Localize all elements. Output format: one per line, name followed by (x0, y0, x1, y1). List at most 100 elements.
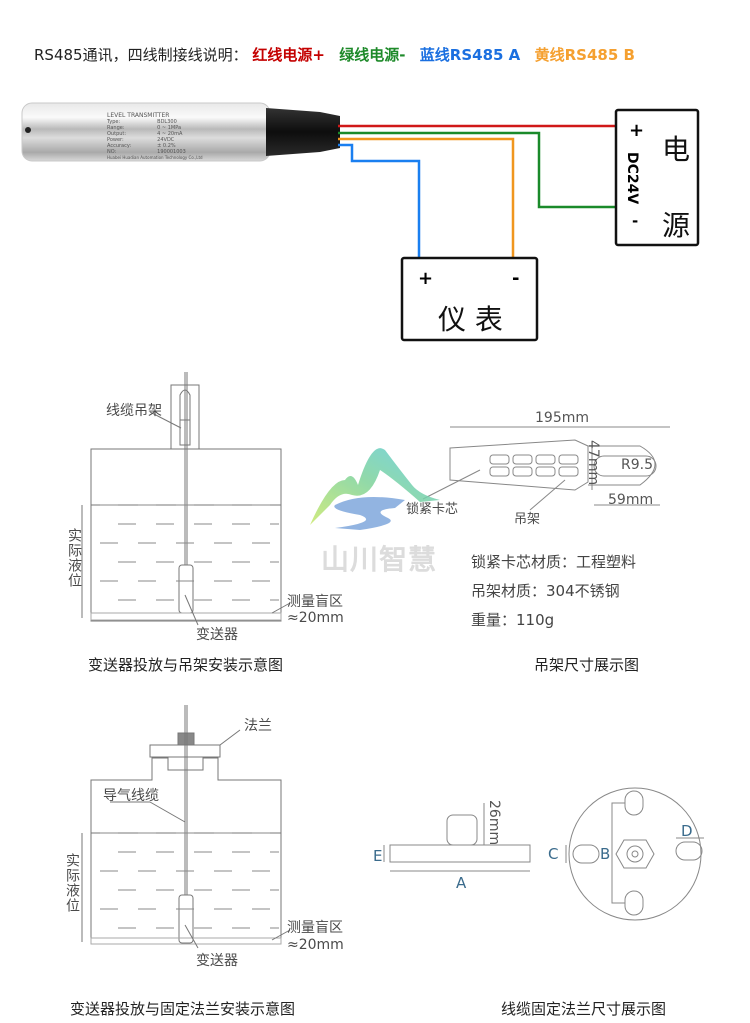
power-box (614, 108, 700, 247)
spec-weight: 重量：110g (471, 611, 555, 629)
caption-flange-install: 变送器投放与固定法兰安装示意图 (70, 1000, 296, 1018)
hanger-hole (535, 454, 556, 465)
watermark-logo (310, 448, 440, 530)
nameplate-title: LEVEL TRANSMITTER (107, 112, 170, 119)
power-plus: + (629, 120, 645, 141)
dim-end: 59mm (608, 492, 654, 508)
nameplate-value: BDL300 (157, 119, 177, 125)
nameplate-row: Output: (107, 131, 127, 137)
dim-e: E (373, 847, 383, 865)
legend-blue: 蓝线RS485 A (419, 46, 521, 64)
blind-zone (90, 612, 282, 621)
flange-plate (149, 744, 221, 758)
hanger-clip (179, 389, 191, 430)
blind-zone-label: 测量盲区 (287, 920, 343, 936)
dim-b-line (611, 802, 625, 904)
wire-green (338, 131, 616, 209)
transmitter (178, 564, 194, 614)
nameplate-value: 24VDC (157, 137, 175, 143)
hanger-label: 线缆吊架 (106, 403, 162, 419)
nameplate-value: 190001003 (157, 149, 186, 155)
transmitter-nameplate: LEVEL TRANSMITTER Type: Range: Output: P… (107, 113, 203, 161)
hanger-hole (512, 466, 533, 477)
meter-minus: - (512, 268, 520, 289)
wiring-diagram (21, 102, 700, 342)
hanger-hole (535, 466, 556, 477)
bolt-slot-left (572, 844, 600, 864)
spec-lock-core-material: 锁紧卡芯材质：工程塑料 (471, 553, 637, 571)
heading-prefix: RS485通讯，四线制接线说明： (34, 46, 248, 64)
legend-yellow: 黄线RS485 B (534, 46, 635, 64)
blind-zone-label: 测量盲区 (287, 594, 343, 610)
hanger-frame (170, 384, 200, 450)
transmitter-label: 变送器 (196, 627, 238, 643)
hanger-hole (558, 466, 579, 477)
level-label: 实际液位 (66, 528, 82, 588)
level-label: 实际液位 (64, 853, 80, 913)
cable-label: 导气线缆 (103, 788, 159, 804)
power-minus: - (632, 212, 639, 230)
power-title-top: 电 (662, 133, 691, 166)
legend-red: 红线电源+ (252, 46, 325, 64)
transmitter-cable-gland (266, 108, 340, 156)
hanger-hole (558, 454, 579, 465)
dim-height: 47mm (585, 440, 601, 486)
nameplate-maker: Huabei Huadian Automation Technology Co.… (107, 155, 203, 160)
flange-side-gland (446, 814, 478, 846)
bolt-slot-bottom (624, 890, 644, 916)
bolt-slot-right (675, 841, 703, 861)
dim-radius: R9.5 (621, 457, 653, 473)
flange-face (568, 787, 702, 921)
blind-zone-value: ≈20mm (287, 937, 344, 953)
power-title-bottom: 源 (662, 209, 691, 242)
dim-a: A (456, 874, 467, 892)
hanger-hole (489, 466, 510, 477)
spec-hanger-material: 吊架材质：304不锈钢 (471, 582, 620, 600)
caption-hanger-dims: 吊架尺寸展示图 (534, 656, 640, 674)
nameplate-row: Accuracy: (107, 143, 132, 149)
wire-blue (338, 143, 421, 258)
water-dashes (100, 832, 279, 929)
wire-orange (338, 137, 515, 258)
dim-b: B (600, 845, 611, 863)
blind-zone-value: ≈20mm (287, 610, 344, 626)
nameplate-value: ± 0.2% (157, 143, 176, 149)
hanger-hole (489, 454, 510, 465)
transmitter (178, 894, 194, 944)
meter-box (400, 256, 539, 342)
dim-width: 195mm (535, 410, 589, 426)
flange-label: 法兰 (244, 718, 272, 734)
nameplate-row: Range: (107, 125, 125, 131)
watermark-text: 山川智慧 (321, 543, 438, 576)
dim-gland-height: 26mm (486, 800, 502, 846)
caption-flange-dims: 线缆固定法兰尺寸展示图 (501, 1000, 667, 1018)
hanger-hole (512, 454, 533, 465)
nameplate-row: NO: (107, 149, 117, 155)
flange-side-plate (389, 844, 531, 863)
water-dashes (100, 504, 279, 601)
meter-plus: + (418, 268, 434, 289)
hanger-part-label: 吊架 (514, 512, 541, 527)
nameplate-value: 4 ~ 20mA (157, 131, 183, 137)
center-hex-nut (615, 839, 655, 869)
dim-d: D (681, 822, 693, 840)
nameplate-row: Type: (107, 119, 121, 125)
transmitter-vent-hole (25, 127, 31, 133)
river-icon (334, 496, 405, 530)
wiring-heading: RS485通讯，四线制接线说明： 红线电源+ 绿线电源- 蓝线RS485 A 黄… (34, 44, 635, 65)
hanger-body (449, 439, 589, 491)
meter-title: 仪 表 (438, 303, 503, 336)
blind-zone (90, 937, 282, 945)
hanger-lock (179, 419, 191, 446)
nameplate-value: 0 ~ 1MPa (157, 125, 182, 131)
nameplate-row: Power: (107, 137, 124, 143)
dim-c: C (548, 845, 559, 863)
flange-gland (177, 732, 195, 746)
legend-green: 绿线电源- (339, 46, 406, 64)
caption-hanger-install: 变送器投放与吊架安装示意图 (88, 656, 284, 674)
tank-outline (90, 448, 282, 622)
transmitter-label: 变送器 (196, 953, 238, 969)
lock-core-label: 锁紧卡芯 (406, 502, 459, 517)
power-voltage: DC24V (624, 152, 640, 205)
bolt-slot-top (624, 790, 644, 816)
